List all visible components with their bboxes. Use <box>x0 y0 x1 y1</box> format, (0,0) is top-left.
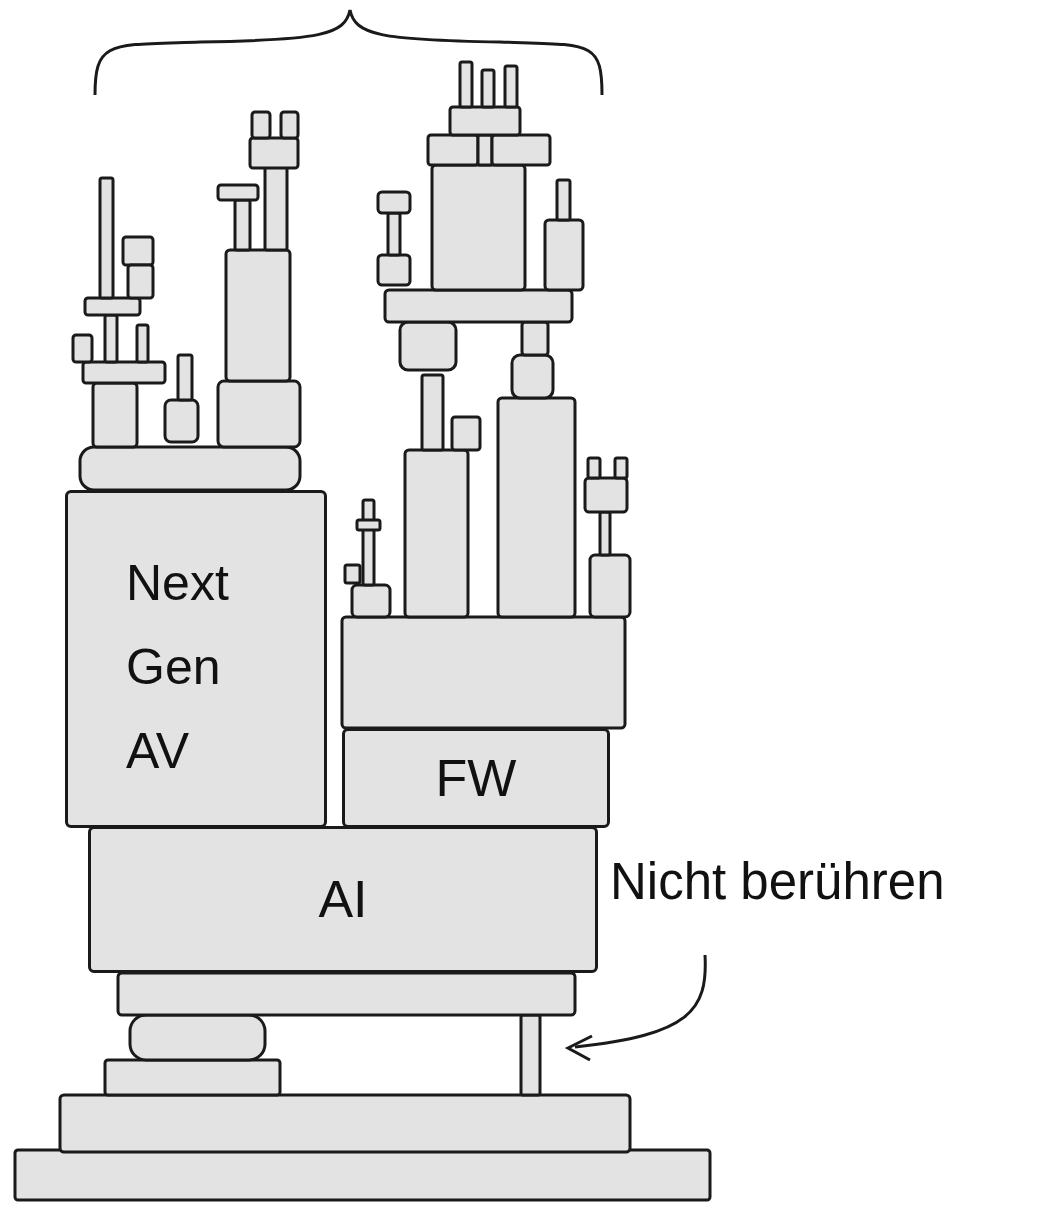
ai-box: AI <box>88 826 598 973</box>
block <box>512 355 553 398</box>
round-block <box>130 1015 265 1060</box>
block <box>378 255 410 285</box>
stick <box>137 325 148 362</box>
stick <box>235 200 250 250</box>
stick <box>388 213 400 255</box>
box-label: Next Gen AV <box>126 493 276 793</box>
plate <box>428 135 478 165</box>
block <box>522 322 548 355</box>
cap <box>218 185 258 200</box>
base-slab <box>15 1150 710 1200</box>
thin-stick <box>521 1015 540 1095</box>
stick <box>100 178 113 298</box>
leader-arrowhead <box>568 1036 592 1060</box>
stick <box>460 62 472 107</box>
block <box>405 450 468 617</box>
block <box>73 335 92 362</box>
block <box>226 250 290 381</box>
block <box>252 112 270 138</box>
plate <box>83 362 165 383</box>
stick <box>178 355 192 400</box>
top-brace <box>95 10 602 95</box>
plate <box>478 135 492 165</box>
block <box>218 381 300 447</box>
stick <box>265 165 287 250</box>
stick <box>363 500 374 585</box>
cap <box>357 520 380 530</box>
stick <box>557 180 570 220</box>
cap <box>378 192 410 213</box>
block <box>400 322 456 370</box>
plate <box>85 298 140 315</box>
block <box>128 265 153 298</box>
stick <box>422 375 443 450</box>
fw-box: FW <box>342 728 610 828</box>
plate <box>492 135 550 165</box>
stick <box>600 512 610 555</box>
plate <box>118 973 575 1015</box>
block <box>588 458 600 478</box>
next-gen-av-box: Next Gen AV <box>65 490 327 828</box>
block <box>352 585 390 617</box>
block <box>165 400 198 442</box>
block <box>615 458 627 478</box>
plate <box>385 290 572 322</box>
block <box>450 107 520 135</box>
box-label: FW <box>424 747 529 809</box>
block <box>498 398 575 617</box>
stick <box>105 315 117 362</box>
block <box>545 220 583 290</box>
stick <box>482 70 494 107</box>
block <box>342 617 625 728</box>
base-block <box>105 1060 280 1095</box>
box-label: AI <box>306 868 379 930</box>
block <box>590 555 630 617</box>
base-block <box>60 1095 630 1152</box>
block <box>281 112 298 138</box>
block <box>345 565 360 583</box>
block <box>432 165 525 290</box>
block <box>250 138 298 168</box>
callout-label: Nicht berühren <box>610 852 945 911</box>
block <box>123 237 153 265</box>
plate <box>80 447 300 490</box>
block <box>585 478 627 512</box>
stick <box>505 66 517 107</box>
block <box>452 417 480 450</box>
block <box>93 383 137 447</box>
